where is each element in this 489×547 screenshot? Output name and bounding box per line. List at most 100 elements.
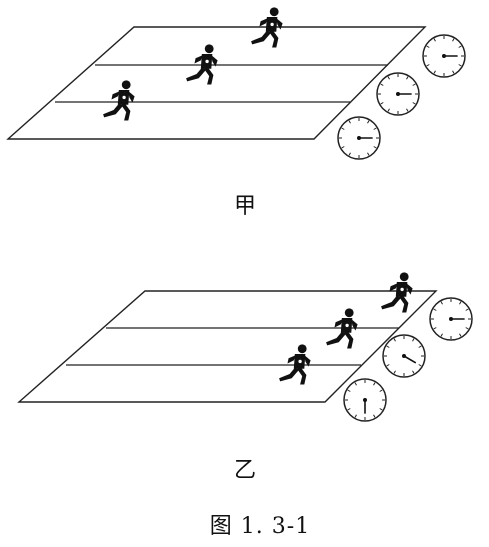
stopwatch-yi-3-tick (379, 408, 383, 411)
runner-yi-1-arm-front (406, 283, 413, 295)
panel-label-jia: 甲 (233, 194, 256, 219)
stopwatch-yi-2 (382, 334, 426, 378)
stopwatch-yi-3 (343, 378, 387, 422)
stopwatch-yi-1-tick (465, 308, 469, 311)
stopwatch-jia-1-tick (433, 38, 436, 42)
panel-label-yi: 乙 (233, 458, 256, 483)
stopwatch-jia-3-tick (367, 120, 370, 124)
stopwatch-jia-1-tick (433, 70, 436, 74)
runner-yi-2-bib (345, 323, 349, 328)
runner-yi-3-leg-back (279, 367, 300, 382)
stopwatch-jia-2-hub (396, 92, 400, 96)
stopwatch-yi-2-tick (418, 364, 422, 367)
panel-jia (6, 7, 466, 160)
runner-jia-1-leg-front (268, 30, 279, 48)
stopwatch-jia-3 (337, 116, 381, 160)
stopwatch-yi-1-tick (440, 333, 443, 337)
stopwatch-yi-2-tick (412, 370, 415, 374)
stopwatch-yi-2-tick (386, 345, 390, 348)
stopwatch-jia-1-hub (442, 54, 446, 58)
stopwatch-jia-2-tick (380, 83, 384, 86)
clocks-yi (343, 297, 473, 422)
stopwatch-jia-2-tick (412, 102, 416, 105)
stopwatch-yi-1 (429, 297, 473, 341)
runner-yi-2-head (344, 308, 354, 318)
stopwatch-jia-2-tick (380, 102, 384, 105)
runner-jia-3-head (121, 80, 131, 90)
stopwatch-yi-2-hub (402, 354, 406, 358)
stopwatch-yi-2-tick (418, 345, 422, 348)
runner-yi-3-arm-back (287, 355, 296, 364)
runner-yi-3-head (297, 344, 307, 354)
runner-yi-2-arm-back (334, 319, 343, 328)
stopwatch-yi-3-tick (354, 414, 357, 418)
stopwatch-jia-1-tick (458, 45, 462, 48)
runner-yi-1-leg-front (398, 295, 409, 313)
stopwatch-jia-3-tick (373, 127, 377, 130)
runner-yi-3-leg-front (296, 367, 307, 385)
stopwatch-yi-1-tick (459, 333, 462, 337)
runner-yi-2-arm-front (351, 319, 358, 331)
stopwatch-yi-2-tick (393, 370, 396, 374)
runner-yi-3 (279, 344, 311, 385)
runner-jia-2-head (204, 44, 214, 54)
stopwatch-jia-1-tick (426, 45, 430, 48)
runner-yi-3-arm-front (304, 355, 311, 367)
stopwatch-yi-1-tick (433, 327, 437, 330)
stopwatch-jia-2-tick (387, 76, 390, 80)
stopwatch-jia-3-tick (348, 152, 351, 156)
runner-jia-1 (251, 7, 283, 48)
stopwatch-yi-3-tick (379, 389, 383, 392)
track-yi (17, 290, 438, 403)
runner-jia-2-leg-front (203, 67, 214, 85)
stopwatch-yi-1-tick (433, 308, 437, 311)
runners-jia (103, 7, 283, 121)
stopwatch-jia-1 (422, 34, 466, 78)
stopwatch-yi-3-hub (363, 398, 367, 402)
runner-jia-3-arm-front (128, 91, 135, 103)
stopwatch-yi-1-hub (449, 317, 453, 321)
stopwatch-yi-1-tick (440, 301, 443, 305)
runner-jia-1-leg-back (251, 30, 272, 45)
runner-jia-3-bib (122, 95, 126, 100)
stopwatch-yi-1-tick (465, 327, 469, 330)
stopwatch-jia-3-tick (341, 146, 345, 149)
stopwatch-yi-2-tick (386, 364, 390, 367)
runner-yi-1-arm-back (389, 283, 398, 292)
stopwatch-yi-3-tick (347, 408, 351, 411)
runner-jia-3-leg-front (120, 103, 131, 121)
stopwatch-yi-3-tick (354, 382, 357, 386)
runner-yi-2 (326, 308, 358, 349)
clocks-jia (337, 34, 466, 160)
runner-jia-3 (103, 80, 135, 121)
runner-jia-2-arm-front (211, 55, 218, 67)
stopwatch-jia-1-tick (452, 70, 455, 74)
runner-jia-2-leg-back (186, 67, 207, 82)
stopwatch-jia-2-tick (406, 108, 409, 112)
runner-jia-1-head (269, 7, 279, 17)
stopwatch-jia-2-tick (406, 76, 409, 80)
stopwatch-jia-3-tick (367, 152, 370, 156)
stopwatch-jia-2-tick (387, 108, 390, 112)
runners-yi (279, 272, 413, 385)
runner-yi-2-leg-back (326, 331, 347, 346)
stopwatch-jia-3-tick (373, 146, 377, 149)
runner-jia-3-leg-back (103, 103, 124, 118)
stopwatch-jia-2-tick (412, 83, 416, 86)
stopwatch-yi-3-tick (373, 382, 376, 386)
runner-yi-1-leg-back (381, 295, 402, 310)
stopwatch-yi-2-hand (403, 355, 417, 364)
figure-caption: 图 1. 3-1 (209, 514, 311, 539)
runner-jia-2 (186, 44, 218, 85)
runner-jia-1-bib (270, 22, 274, 27)
stopwatch-jia-1-tick (452, 38, 455, 42)
stopwatch-jia-3-hub (357, 136, 361, 140)
runner-jia-2-arm-back (194, 55, 203, 64)
stopwatch-yi-3-tick (373, 414, 376, 418)
runner-yi-1-head (399, 272, 409, 282)
stopwatch-jia-2 (376, 72, 420, 116)
stopwatch-yi-1-tick (459, 301, 462, 305)
stopwatch-yi-3-tick (347, 389, 351, 392)
runner-jia-1-arm-back (259, 18, 268, 27)
